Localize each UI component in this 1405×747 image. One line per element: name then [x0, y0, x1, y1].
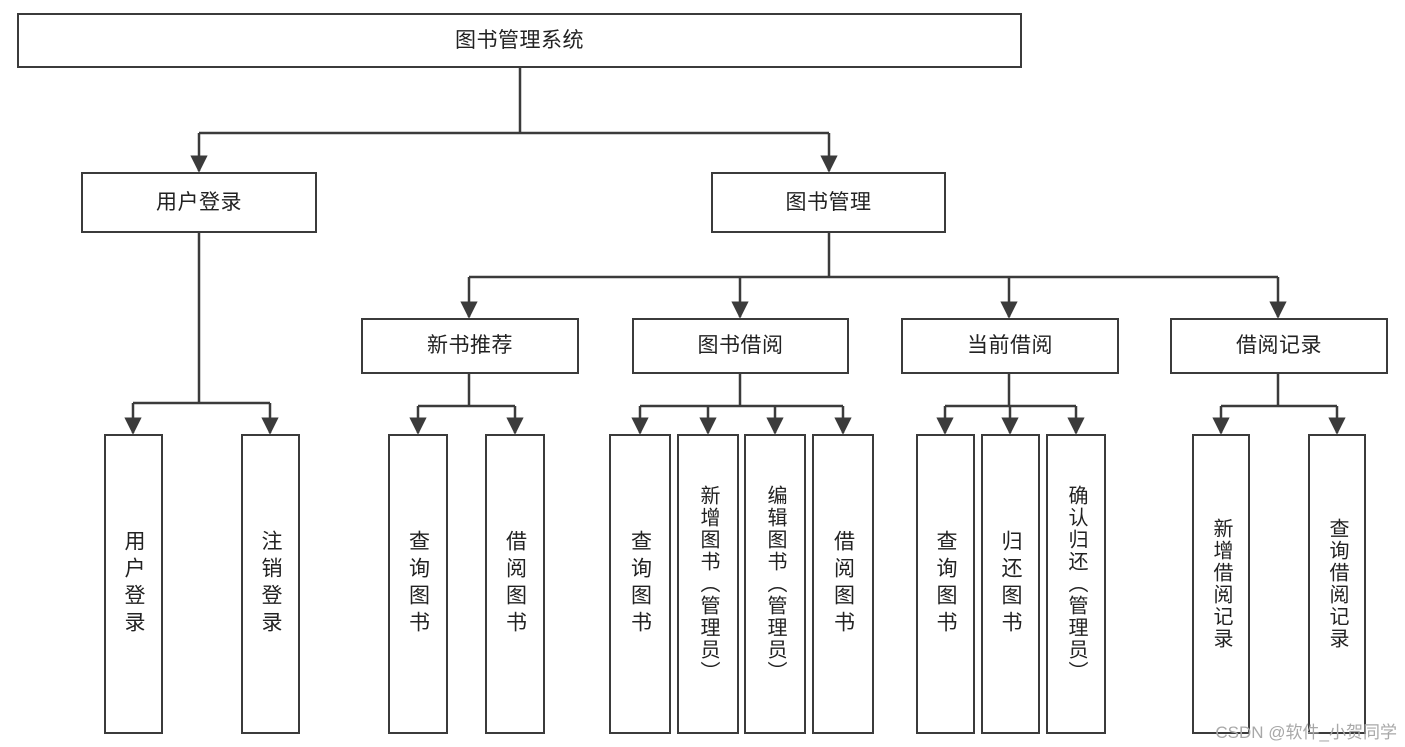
node-label: 新增图书（管理员）: [697, 485, 719, 683]
node-leaf-edit-book-admin[interactable]: 编辑图书（管理员）: [744, 434, 806, 734]
node-leaf-query-borrow-record[interactable]: 查询借阅记录: [1308, 434, 1366, 734]
node-leaf-add-borrow-record[interactable]: 新增借阅记录: [1192, 434, 1250, 734]
connector-group: [124, 68, 1346, 435]
node-leaf-logout-login[interactable]: 注销登录: [241, 434, 300, 734]
node-leaf-borrow-book[interactable]: 借阅图书: [812, 434, 874, 734]
node-label: 查询图书: [934, 530, 957, 638]
node-label: 查询借阅记录: [1326, 518, 1348, 650]
node-label: 借阅图书: [831, 530, 855, 638]
node-current-borrow[interactable]: 当前借阅: [901, 318, 1119, 374]
node-label: 注销登录: [259, 530, 282, 638]
node-label: 图书借阅: [697, 334, 784, 358]
node-leaf-query-book-recommend[interactable]: 查询图书: [388, 434, 448, 734]
node-leaf-return-book[interactable]: 归还图书: [981, 434, 1040, 734]
node-label: 用户登录: [122, 530, 145, 638]
node-label: 编辑图书（管理员）: [764, 485, 786, 683]
node-leaf-user-login[interactable]: 用户登录: [104, 434, 163, 734]
node-leaf-add-book-admin[interactable]: 新增图书（管理员）: [677, 434, 739, 734]
node-label: 图书管理: [785, 190, 872, 214]
node-label: 借阅记录: [1236, 334, 1322, 358]
node-label: 查询图书: [406, 530, 430, 638]
node-label: 图书管理系统: [455, 28, 584, 52]
node-label: 借阅图书: [503, 530, 527, 638]
node-label: 归还图书: [999, 530, 1022, 638]
node-borrow-record[interactable]: 借阅记录: [1170, 318, 1388, 374]
node-label: 新书推荐: [427, 334, 513, 358]
node-leaf-query-book-borrow[interactable]: 查询图书: [609, 434, 671, 734]
node-book-borrow[interactable]: 图书借阅: [632, 318, 849, 374]
node-label: 确认归还（管理员）: [1065, 485, 1087, 683]
node-user-login[interactable]: 用户登录: [81, 172, 317, 233]
node-label: 当前借阅: [967, 334, 1053, 358]
node-new-book-recommend[interactable]: 新书推荐: [361, 318, 579, 374]
watermark-label: CSDN @软件_小贺同学: [1215, 723, 1397, 742]
node-root[interactable]: 图书管理系统: [17, 13, 1022, 68]
node-leaf-query-book-current[interactable]: 查询图书: [916, 434, 975, 734]
node-book-management[interactable]: 图书管理: [711, 172, 946, 233]
node-leaf-confirm-return-admin[interactable]: 确认归还（管理员）: [1046, 434, 1106, 734]
node-leaf-borrow-book-recommend[interactable]: 借阅图书: [485, 434, 545, 734]
node-label: 用户登录: [156, 190, 242, 214]
node-label: 新增借阅记录: [1210, 518, 1232, 650]
node-label: 查询图书: [628, 530, 652, 638]
